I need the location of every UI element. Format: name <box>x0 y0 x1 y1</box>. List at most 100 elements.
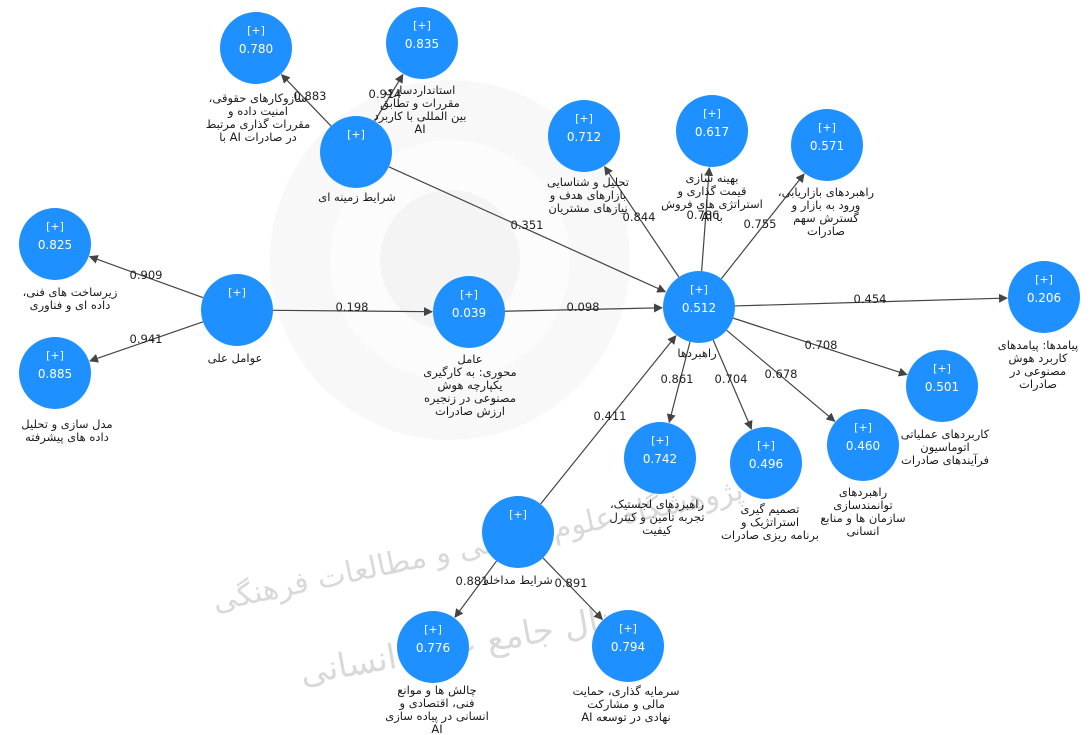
node-core[interactable]: [+] 0.039 <box>433 276 505 348</box>
node-value-logistics: 0.742 <box>643 452 677 466</box>
node-decision[interactable]: [+] 0.496 <box>730 427 802 499</box>
node-label-logistics: تجربه تأمین و کنترل <box>609 509 704 525</box>
edge-core-to-strategies <box>504 303 664 313</box>
node-circle-core[interactable] <box>433 276 505 348</box>
node-value-standards: 0.835 <box>405 37 439 51</box>
node-outcomes[interactable]: [+] 0.206 <box>1008 261 1080 333</box>
edge-weight-strategies-to-operational: 0.708 <box>805 338 838 352</box>
node-label-standards: مقررات و تطابق <box>380 96 460 111</box>
edge-weight-strategies-to-pricing: 0.786 <box>687 208 720 222</box>
node-circle-decision[interactable] <box>730 427 802 499</box>
node-label-intervening: شرایط مداخله <box>483 573 552 588</box>
node-circle-market_analysis[interactable] <box>548 100 620 172</box>
node-label-core: ارزش صادرات <box>435 404 505 419</box>
expand-marker-investment[interactable]: [+] <box>619 622 637 635</box>
expand-marker-decision[interactable]: [+] <box>757 439 775 452</box>
node-circle-investment[interactable] <box>592 610 664 682</box>
expand-marker-legal[interactable]: [+] <box>247 24 265 37</box>
node-investment[interactable]: [+]0.794 <box>592 610 664 682</box>
node-label-pricing: قیمت گذاری و <box>676 184 746 199</box>
node-value-core: 0.039 <box>452 306 486 320</box>
node-label-marketing: ورود به بازار و <box>791 198 861 213</box>
node-label-modeling: داده های پیشرفته <box>25 430 109 445</box>
node-label-decision: برنامه ریزی صادرات <box>721 528 819 543</box>
node-label-modeling: مدل سازی و تحلیل <box>21 417 112 432</box>
edge-weight-core-to-strategies: 0.098 <box>567 300 600 314</box>
node-value-outcomes: 0.206 <box>1027 291 1061 305</box>
node-legal[interactable]: [+] 0.780 <box>220 12 292 84</box>
node-strategies[interactable]: [+]0.512 <box>663 271 735 343</box>
edge-causal-to-modeling <box>89 321 204 363</box>
node-causal[interactable]: [+] <box>201 274 273 346</box>
node-circle-infra[interactable] <box>19 208 91 280</box>
node-circle-empower[interactable] <box>827 409 899 481</box>
expand-marker-operational[interactable]: [+] <box>933 362 951 375</box>
node-label-legal: در صادرات AI با <box>219 130 297 145</box>
node-circle-pricing[interactable] <box>676 95 748 167</box>
node-intervening[interactable]: [+] <box>482 496 554 568</box>
node-label-empower: توانمندسازی <box>833 498 892 513</box>
node-circle-causal[interactable] <box>201 274 273 346</box>
node-standards[interactable]: [+] 0.835 <box>386 7 458 79</box>
edge-weight-strategies-to-logistics: 0.861 <box>661 372 694 386</box>
node-label-infra: داده ای و فناوری <box>30 298 111 313</box>
node-circle-modeling[interactable] <box>19 337 91 409</box>
node-circle-context[interactable] <box>320 116 392 188</box>
expand-marker-logistics[interactable]: [+] <box>651 434 669 447</box>
node-circle-marketing[interactable] <box>791 109 863 181</box>
node-operational[interactable]: [+]0.501 <box>906 350 978 422</box>
node-circle-challenges[interactable] <box>397 611 469 683</box>
node-context[interactable]: [+] <box>320 116 392 188</box>
node-modeling[interactable]: [+]0.885 <box>19 337 91 409</box>
expand-marker-core[interactable]: [+] <box>460 288 478 301</box>
edge-weight-strategies-to-decision: 0.704 <box>715 372 748 386</box>
node-circle-standards[interactable] <box>386 7 458 79</box>
expand-marker-market_analysis[interactable]: [+] <box>575 112 593 125</box>
node-label-decision: تصمیم گیری <box>741 502 800 517</box>
node-infra[interactable]: [+]0.825 <box>19 208 91 280</box>
expand-marker-pricing[interactable]: [+] <box>703 107 721 120</box>
node-label-legal: مقررات گذاری مرتبط <box>206 117 311 132</box>
node-label-outcomes: کاربرد هوش <box>1009 351 1068 366</box>
node-empower[interactable]: [+]0.460 <box>827 409 899 481</box>
node-label-empower: انسانی <box>847 524 880 538</box>
node-pricing[interactable]: [+]0.617 <box>676 95 748 167</box>
node-value-legal: 0.780 <box>239 42 273 56</box>
expand-marker-outcomes[interactable]: [+] <box>1035 273 1053 286</box>
node-label-market_analysis: تحلیل و شناسایی <box>547 175 629 190</box>
node-value-decision: 0.496 <box>749 457 783 471</box>
expand-marker-challenges[interactable]: [+] <box>424 623 442 636</box>
edge-strategies-to-outcomes <box>734 293 1009 307</box>
node-marketing[interactable]: [+]0.571 <box>791 109 863 181</box>
node-circle-operational[interactable] <box>906 350 978 422</box>
node-label-standards: استانداردسازی <box>385 83 456 98</box>
edge-causal-to-core <box>272 307 434 317</box>
node-label-core: عامل <box>457 352 482 366</box>
expand-marker-intervening[interactable]: [+] <box>509 508 527 521</box>
expand-marker-empower[interactable]: [+] <box>854 421 872 434</box>
node-value-market_analysis: 0.712 <box>567 130 601 144</box>
node-circle-strategies[interactable] <box>663 271 735 343</box>
node-challenges[interactable]: [+] 0.776 <box>397 611 469 683</box>
expand-marker-modeling[interactable]: [+] <box>46 349 64 362</box>
node-market_analysis[interactable]: [+] 0.712 <box>548 100 620 172</box>
expand-marker-infra[interactable]: [+] <box>46 220 64 233</box>
edge-strategies-to-logistics <box>666 341 691 424</box>
node-circle-legal[interactable] <box>220 12 292 84</box>
node-label-operational: فرآیندهای صادرات <box>901 453 989 468</box>
edge-weight-strategies-to-outcomes: 0.454 <box>854 292 887 306</box>
expand-marker-strategies[interactable]: [+] <box>690 283 708 296</box>
expand-marker-marketing[interactable]: [+] <box>818 121 836 134</box>
node-label-challenges: انسانی در پیاده سازی <box>385 709 489 724</box>
node-circle-logistics[interactable] <box>624 422 696 494</box>
node-circle-outcomes[interactable] <box>1008 261 1080 333</box>
node-circle-intervening[interactable] <box>482 496 554 568</box>
expand-marker-context[interactable]: [+] <box>347 128 365 141</box>
expand-marker-standards[interactable]: [+] <box>413 19 431 32</box>
expand-marker-causal[interactable]: [+] <box>228 286 246 299</box>
node-logistics[interactable]: [+] 0.742 <box>624 422 696 494</box>
node-value-challenges: 0.776 <box>416 641 450 655</box>
edge-context-to-standards <box>374 73 404 122</box>
